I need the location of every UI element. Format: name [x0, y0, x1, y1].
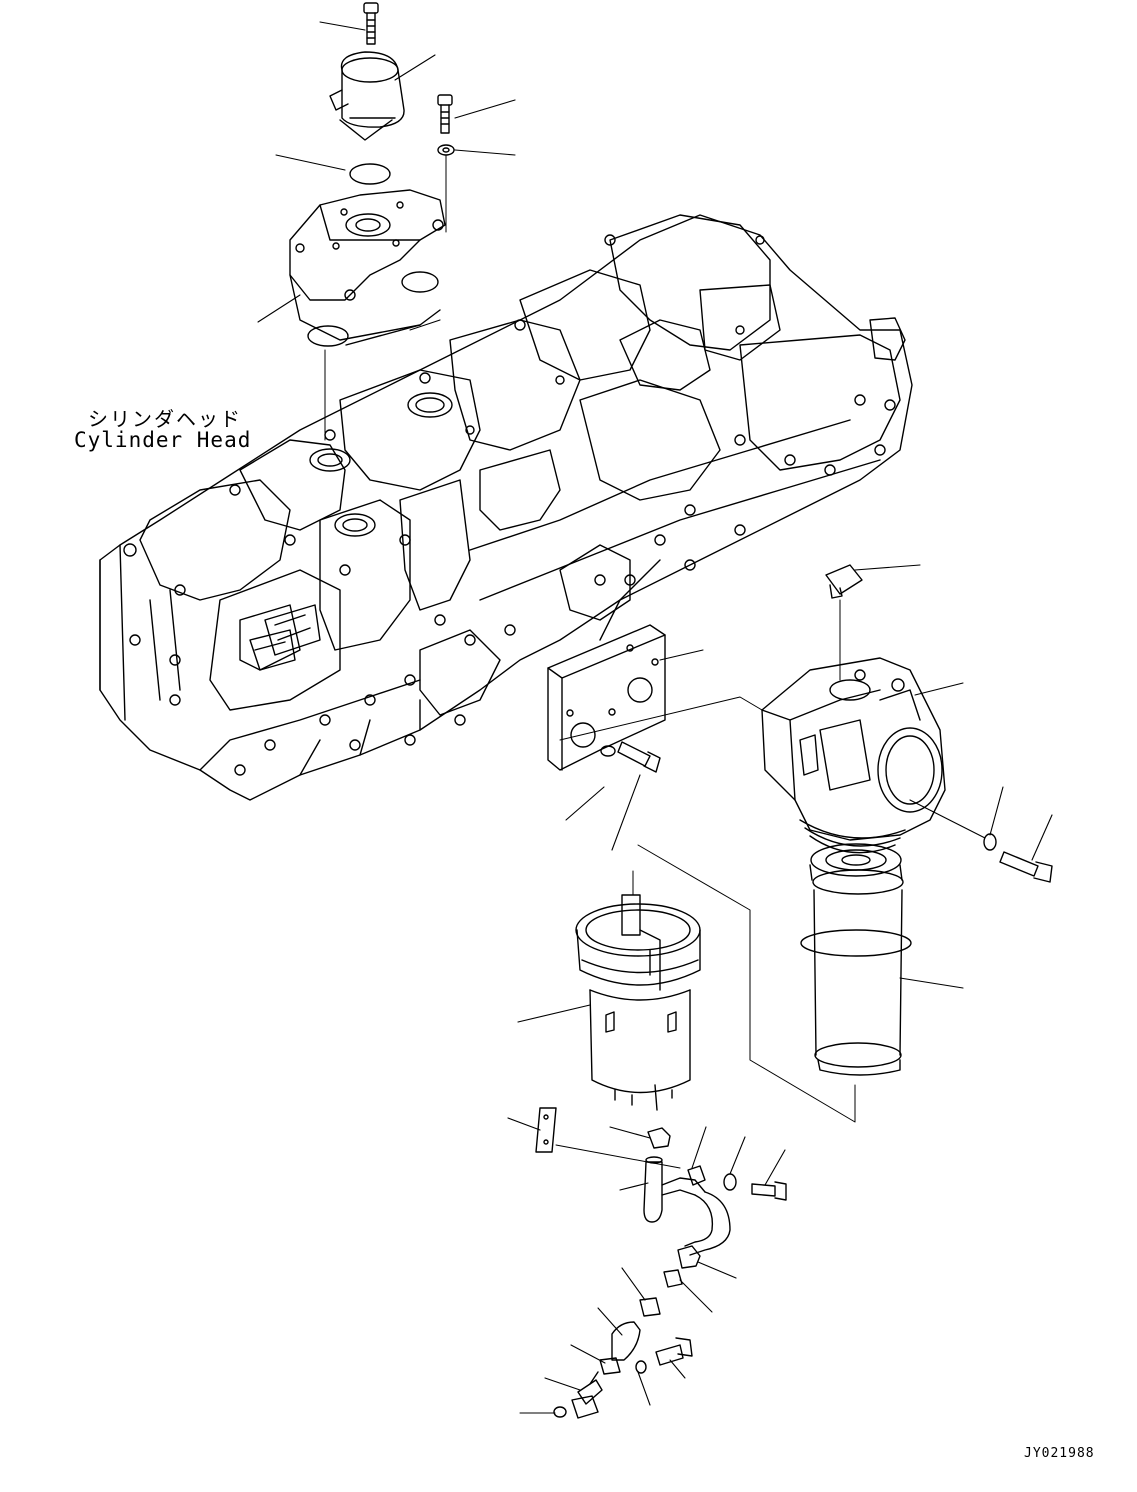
leader-lines: [258, 22, 1052, 1413]
plate-bolt: [601, 742, 660, 772]
cylinder-head: [100, 215, 912, 800]
drain-fittings: [536, 1108, 786, 1418]
filter-head: [762, 658, 945, 853]
sensor: [826, 565, 862, 680]
head-bolt: [984, 834, 1052, 882]
cylinder-head-label-jp: シリンダヘッド: [88, 407, 242, 431]
assembly-outline: [638, 845, 855, 1122]
mounting-plate: [548, 625, 762, 770]
filter-bowl: [576, 871, 700, 1110]
cylinder-head-bolts: [124, 235, 895, 775]
breather-assembly: [290, 3, 454, 440]
cylinder-head-label-en: Cylinder Head: [74, 428, 252, 452]
drawing-code: JY021988: [1024, 1446, 1095, 1461]
filter-element: [801, 844, 911, 1075]
